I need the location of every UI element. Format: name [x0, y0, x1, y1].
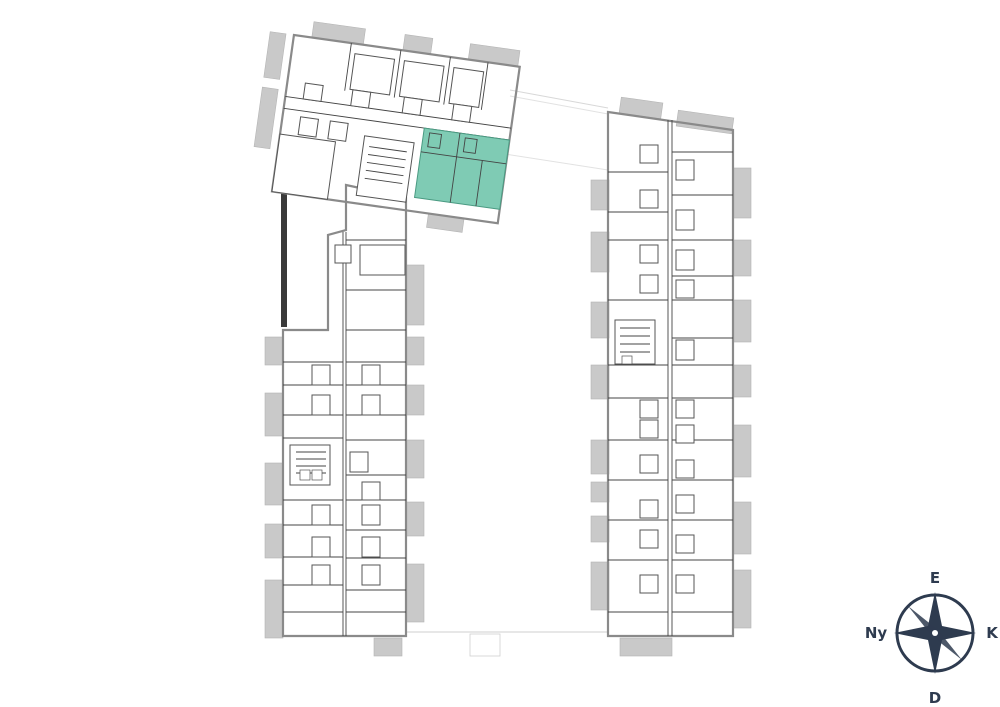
- compass-rose: E D Ny K: [865, 569, 999, 707]
- right-wing-balconies: [590, 96, 752, 657]
- left-wing-balconies: [264, 264, 425, 657]
- compass-south-label: D: [929, 689, 941, 707]
- compass-east-label: K: [986, 624, 999, 642]
- courtyard-outline: [406, 89, 609, 657]
- right-wing: [606, 110, 735, 638]
- compass-west-label: Ny: [865, 624, 888, 642]
- left-wing: [281, 165, 408, 638]
- highlighted-apartment[interactable]: [413, 127, 511, 210]
- compass-north-label: E: [930, 569, 940, 587]
- angled-block: [253, 21, 521, 233]
